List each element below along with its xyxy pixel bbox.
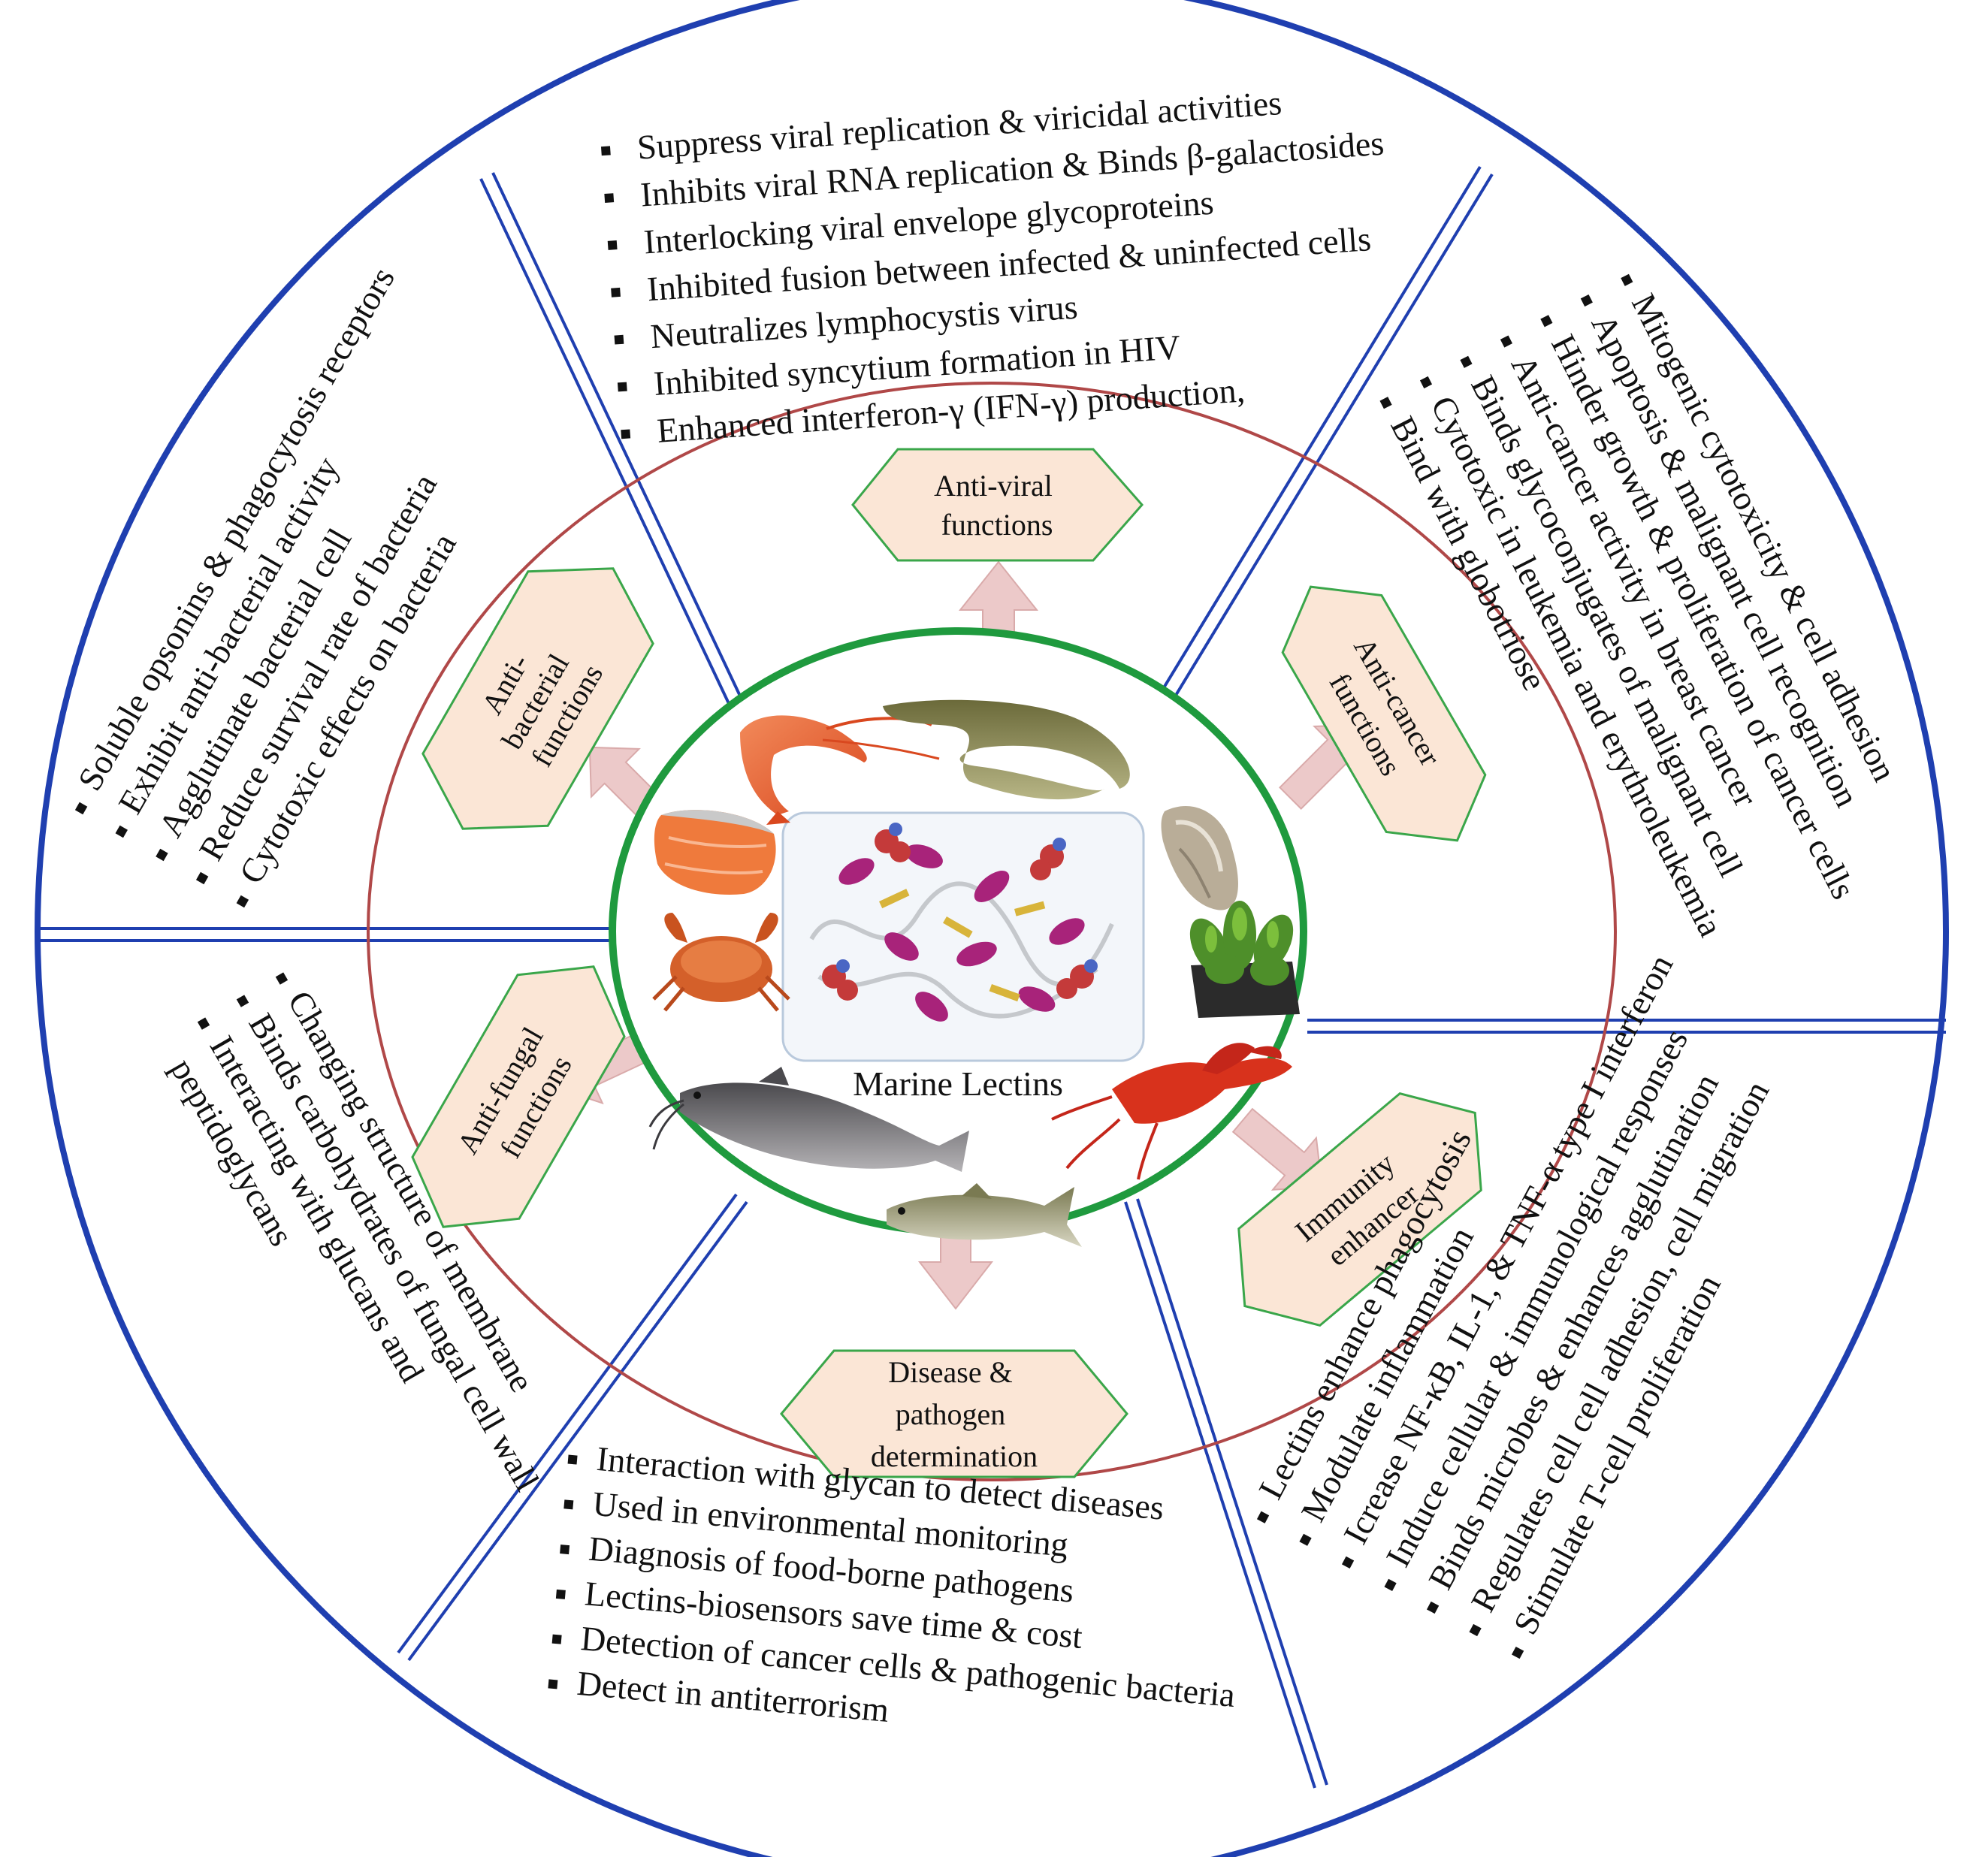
catfish-icon	[648, 1067, 969, 1172]
divider-upper-right	[1147, 165, 1494, 723]
hexagon-anticancer	[1281, 585, 1487, 842]
crab-icon	[652, 913, 790, 1012]
divider-right	[1307, 1019, 1946, 1034]
category-antibacterial: Anti- bacterial functions	[421, 567, 654, 830]
category-antiviral: Anti-viral functions	[851, 448, 1144, 562]
eel-icon	[883, 699, 1130, 800]
oyster-icon	[1161, 806, 1238, 910]
svg-text:Suppress viral replication & v: Suppress viral replication & viricidal a…	[636, 76, 1410, 450]
category-disease: Disease & pathogen determination	[780, 1349, 1128, 1478]
outer-ring-group	[35, 0, 1949, 1857]
divider-left	[38, 927, 613, 942]
category-anticancer: Anti-cancer functions	[1281, 585, 1487, 842]
bullet-squares-disease	[548, 1454, 578, 1689]
bullet-squares-immunity	[1256, 1511, 1524, 1659]
hexagon-antifungal	[411, 965, 626, 1228]
bullet-squares-anticancer	[1379, 273, 1633, 409]
sector-dividers	[38, 165, 1946, 1789]
seaweed-icon	[1189, 901, 1300, 1018]
bullet-squares-antifungal	[197, 972, 289, 1030]
outer-ring	[35, 0, 1949, 1857]
bullet-squares-antibacterial	[74, 802, 249, 908]
divider-lower-right	[1124, 1198, 1328, 1789]
disease-label-1: Disease &	[888, 1355, 1013, 1389]
divider-upper-left	[479, 172, 765, 752]
hexagon-antiviral	[851, 448, 1144, 562]
svg-text:Disease & pathogen: Disease & pathogen determination	[871, 1355, 1038, 1473]
fish-icon	[887, 1183, 1082, 1247]
lobster-icon	[1051, 1043, 1292, 1180]
sector-anticancer-list: Mitogenic cytotoxicity & cell adhesion A…	[1379, 273, 1947, 995]
disease-label-2: pathogen	[896, 1397, 1006, 1431]
antiviral-label-1: Anti-viral	[934, 469, 1053, 503]
hexagon-immunity	[1237, 1092, 1482, 1327]
divider-lower-left	[397, 1193, 748, 1662]
bullet-squares-antiviral	[600, 146, 631, 439]
hexagon-antibacterial	[421, 567, 654, 830]
hexagon-disease	[780, 1349, 1128, 1478]
center-label: Marine Lectins	[853, 1064, 1063, 1103]
salmon-fillet-icon	[654, 810, 776, 895]
svg-text:Anti-viral functions: Anti-viral functions	[934, 469, 1060, 542]
svg-text:Mitogenic cytotoxicity & cell: Mitogenic cytotoxicity & cell adhesion A…	[1383, 288, 1947, 995]
svg-text:Anti- bacterial fu: Anti- bacterial functions	[464, 624, 609, 772]
sector-disease-list: Interaction with glycan to detect diseas…	[548, 1439, 1261, 1760]
protein-structure-icon	[781, 811, 1145, 1062]
sector-antiviral-list: Suppress viral replication & viricidal a…	[600, 76, 1410, 450]
middle-ring	[367, 382, 1617, 1481]
disease-label-3: determination	[871, 1439, 1038, 1473]
svg-text:Interaction with glycan to det: Interaction with glycan to detect diseas…	[576, 1439, 1261, 1760]
antiviral-label-2: functions	[941, 508, 1053, 542]
center-group: Marine Lectins	[609, 627, 1307, 1247]
